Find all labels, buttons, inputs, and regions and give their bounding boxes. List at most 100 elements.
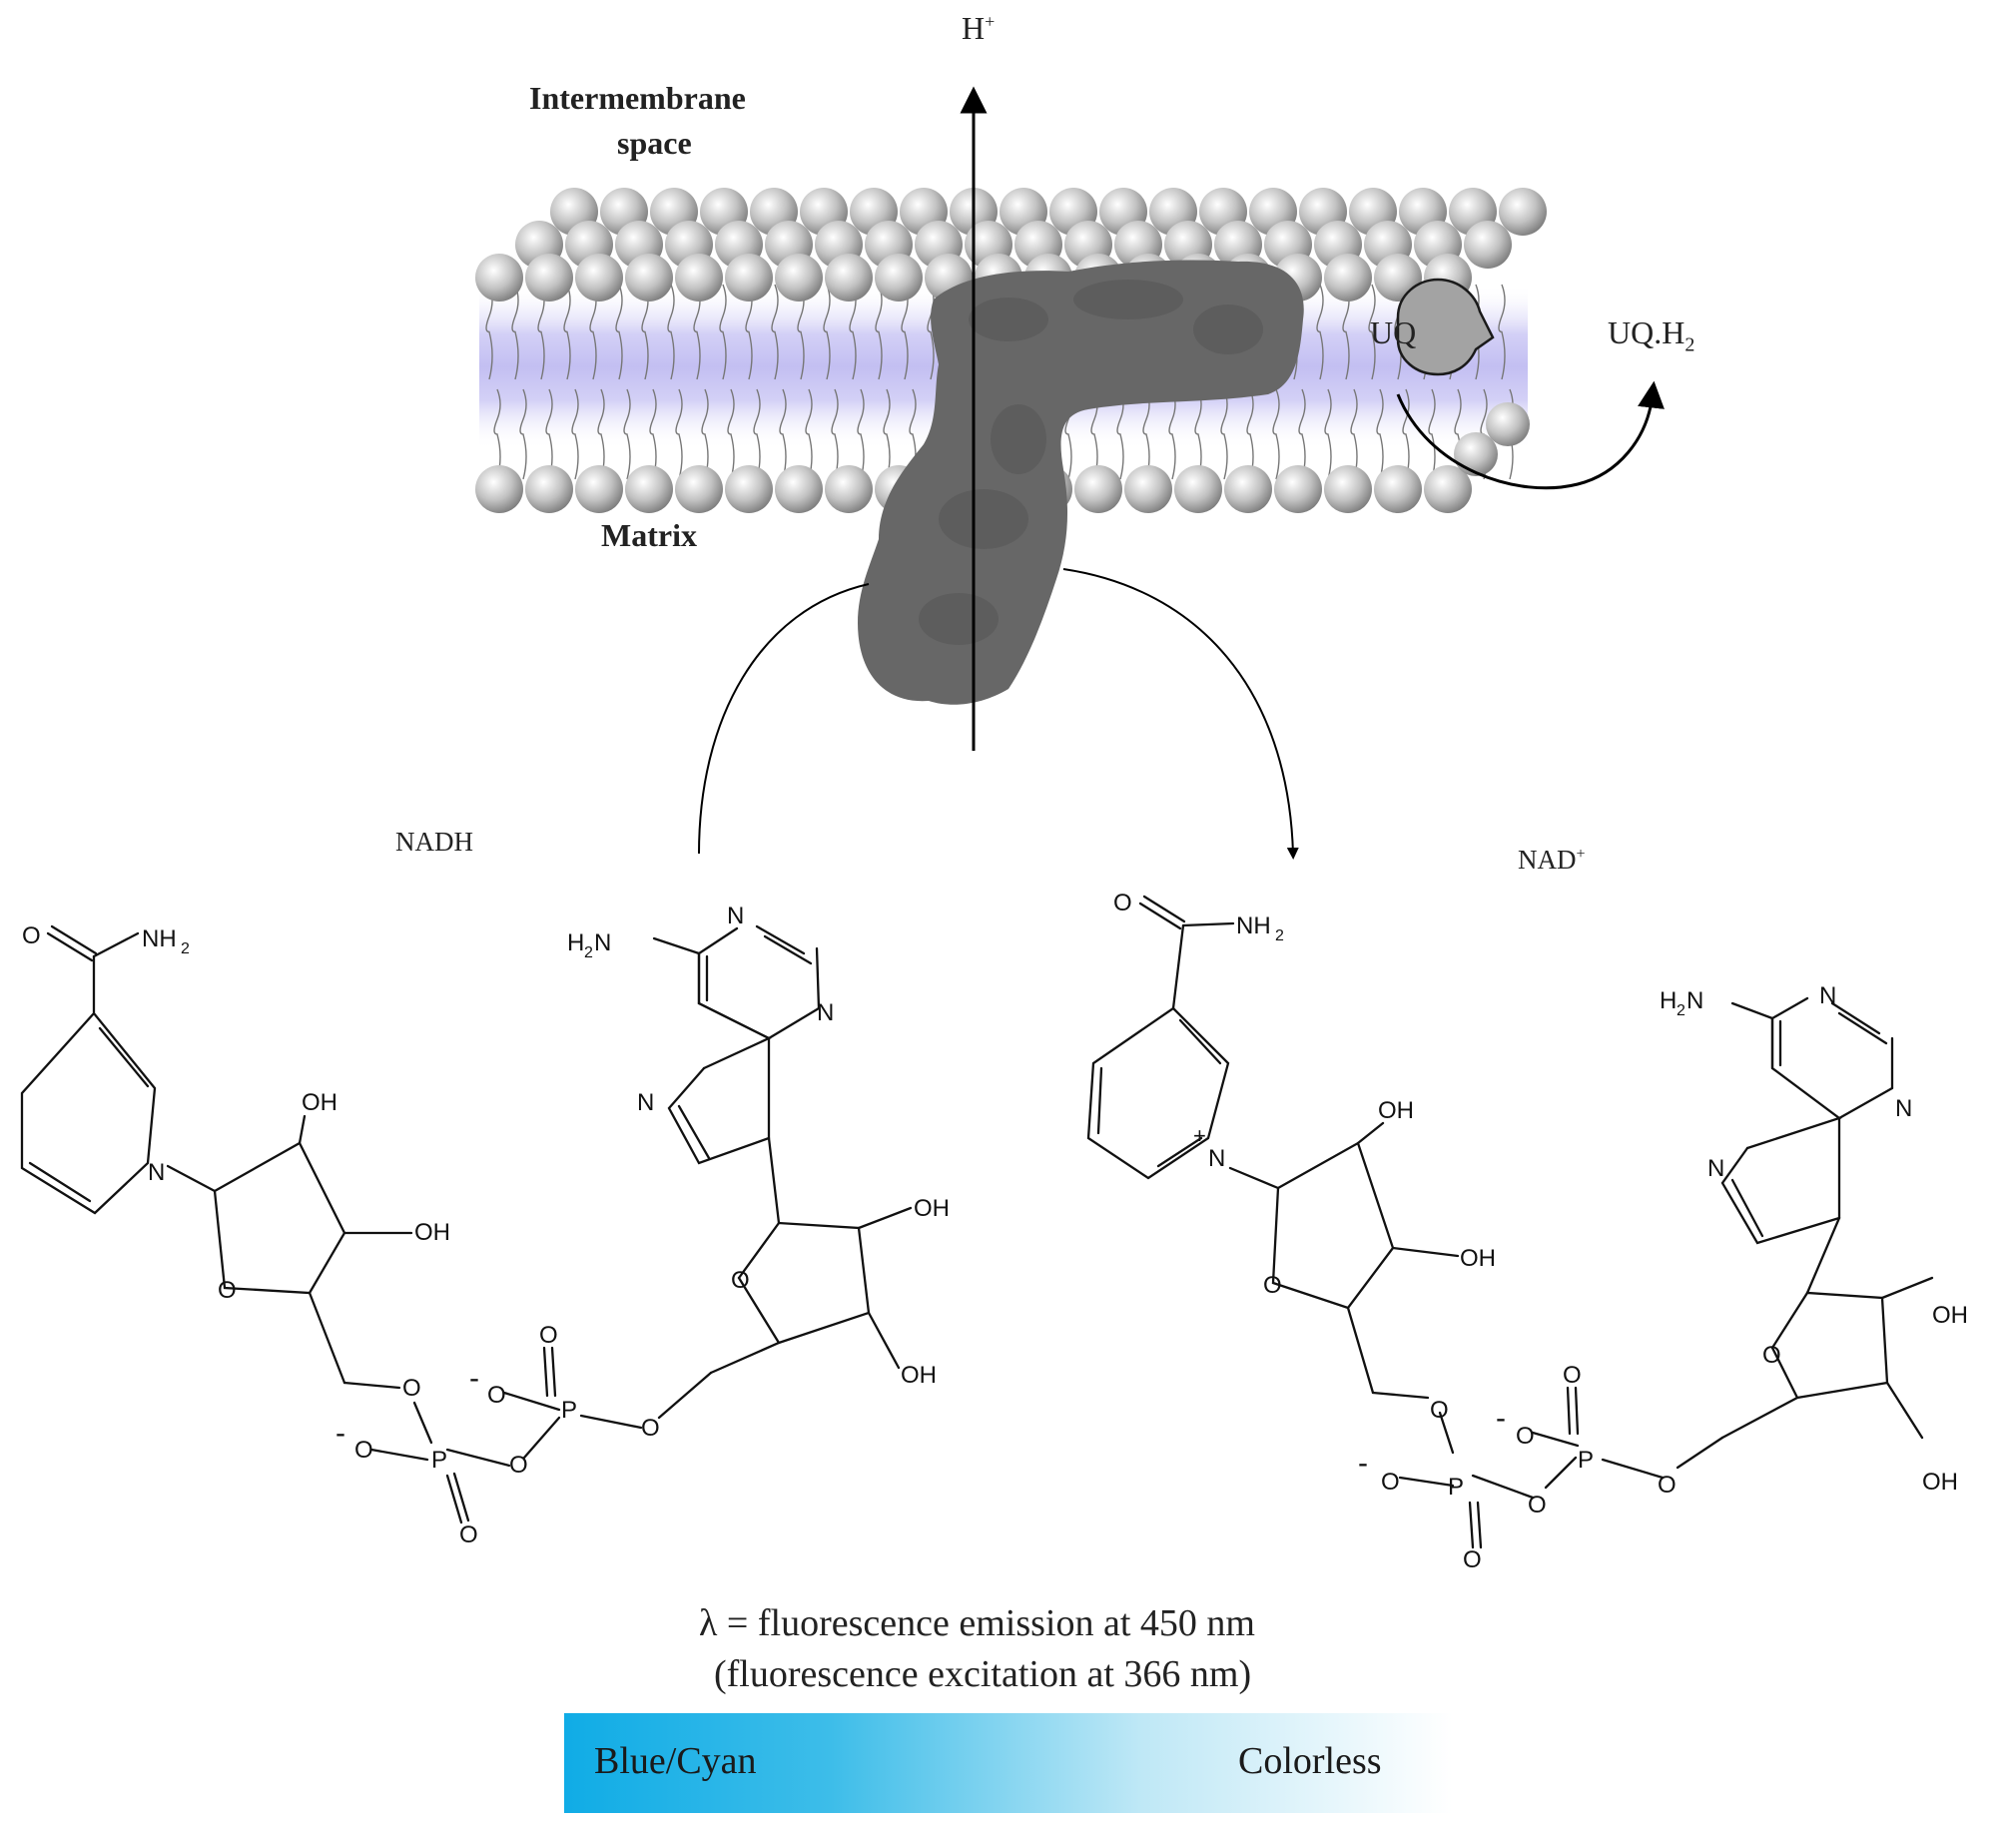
atom-oh: OH [1460,1245,1496,1272]
atom-p: P [1448,1474,1464,1501]
lipid-tail [1220,388,1228,480]
lipid-head [1324,254,1372,302]
lipid-tail [563,284,571,380]
atom-p: P [1578,1447,1594,1474]
intermembrane-label-line1: Intermembrane [529,80,746,116]
atom-n: N [148,1159,165,1186]
atom-n: N [1895,1095,1912,1122]
atom-o: O [402,1375,421,1402]
lipid-tail [1350,388,1358,480]
lipid-tail [1142,388,1150,480]
intermembrane-label-line2: space [617,125,692,161]
lipid-head [1486,402,1530,446]
lipid-tail [753,388,761,480]
lipid-head [725,465,773,513]
lipid-tail [1194,388,1202,480]
atom-n: N [594,929,611,956]
atom-o: O [1263,1272,1282,1299]
lipid-tail [1368,284,1376,380]
atom-o: O [218,1277,237,1304]
atom-o: O [509,1452,528,1479]
atom-o: O [641,1415,660,1442]
lipid-head [1454,432,1498,476]
lipid-tail [493,388,501,480]
atom-oh: OH [1922,1469,1958,1496]
lipid-head [625,254,673,302]
nadh-arc-left [698,583,870,855]
lipid-tail [831,388,839,480]
nadh-arc-right [1062,568,1299,860]
lipid-head [1174,465,1222,513]
caption-line1: λ = fluorescence emission at 450 nm [699,1602,1255,1644]
lipid-head [775,254,823,302]
lipid-tail [675,388,683,480]
atom-o: O [1463,1546,1482,1573]
lipid-head [1074,465,1122,513]
uqh2-subscript: 2 [1684,333,1695,356]
atom-labels: O NH 2 N OH OH O O O - P O O O - P O O O… [22,890,1968,1573]
atom-sub2: 2 [1275,927,1284,944]
atom-o: O [22,922,41,949]
lipid-head [875,254,923,302]
lipid-tail [1428,388,1436,480]
proton-label: H+ [962,10,996,46]
nadh-label: NADH [395,827,473,857]
lipid-tail [1168,388,1176,480]
lipid-head [775,465,823,513]
lipid-tail [615,284,623,380]
lipid-tail [901,284,909,380]
atom-o: O [487,1382,506,1409]
lipid-head [1424,465,1472,513]
lipid-tail [1272,388,1280,480]
nadplus-charge: + [1576,846,1586,863]
matrix-label: Matrix [601,517,697,553]
atom-oh: OH [1378,1097,1414,1124]
lipid-tail [701,388,709,480]
atom-o: O [1381,1469,1400,1496]
nadplus-structure [1086,895,1934,1549]
atom-p: P [561,1397,577,1424]
lipid-tail [1376,388,1384,480]
lipid-head [625,465,673,513]
atom-o: O [354,1437,373,1464]
atom-sub2: 2 [1677,1002,1685,1019]
lipid-head [475,254,523,302]
lipid-tail [805,388,813,480]
lipid-head [575,254,623,302]
atom-oh: OH [414,1219,450,1246]
atom-n: N [1707,1155,1724,1182]
lipid-head [1274,465,1322,513]
atom-o: O [459,1521,478,1548]
atom-sub2: 2 [584,944,593,961]
reduction-arrow [1396,380,1665,490]
lipid-head [1224,465,1272,513]
lipid-head [475,465,523,513]
lipid-head [825,254,873,302]
atom-oh: OH [901,1362,937,1389]
atom-n: N [817,999,834,1026]
atom-oh: OH [1932,1302,1968,1329]
fluorescence-color-scale [564,1713,1453,1813]
complex-i-protein [858,260,1304,705]
atom-o: O [1762,1342,1781,1369]
lipid-tail [875,284,883,380]
lipid-head [1464,221,1512,269]
atom-n: N [1686,987,1703,1014]
lipid-tail [623,388,631,480]
atom-oh: OH [302,1089,337,1116]
lipid-head [525,465,573,513]
scale-left-label: Blue/Cyan [594,1740,757,1782]
lipid-tail [511,284,519,380]
nadh-structure [20,924,913,1524]
lipid-head [1124,465,1172,513]
lipid-tail [545,388,553,480]
lipid-head [1324,465,1372,513]
lipid-tail [1324,388,1332,480]
atom-n: N [1208,1145,1225,1172]
atom-plus: + [1193,1123,1206,1148]
atom-h: H [567,929,584,956]
protein-body [858,260,1304,705]
atom-nh: NH [142,925,177,952]
atom-o: O [539,1322,558,1349]
